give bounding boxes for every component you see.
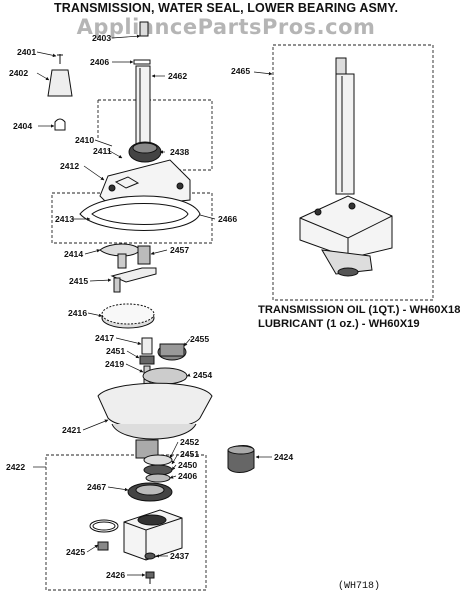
label-2452: 2452 bbox=[180, 437, 199, 447]
label-2403: 2403 bbox=[92, 33, 111, 43]
lubricant-note: LUBRICANT (1 oz.) - WH60X19 bbox=[258, 318, 420, 330]
label-2422: 2422 bbox=[6, 462, 25, 472]
part-2401-pin bbox=[57, 54, 63, 64]
label-2425: 2425 bbox=[66, 547, 85, 557]
label-2426: 2426 bbox=[106, 570, 125, 580]
leader-lines bbox=[33, 34, 273, 577]
label-2406-lower: 2406 bbox=[178, 471, 197, 481]
part-number-labels: 2401 2402 2404 2403 2406 2462 2410 2411 … bbox=[6, 33, 293, 580]
part-2403-tip bbox=[139, 21, 149, 37]
part-2406-ring-lower bbox=[145, 473, 171, 483]
drawing-code: (WH718) bbox=[338, 581, 381, 592]
part-2404-clip bbox=[54, 118, 66, 131]
part-2402-cap bbox=[47, 69, 73, 97]
main-assembly-drawing bbox=[47, 21, 255, 584]
label-2402: 2402 bbox=[9, 68, 28, 78]
assembly-2465-drawing bbox=[299, 57, 393, 277]
label-2465: 2465 bbox=[231, 66, 250, 76]
label-2421: 2421 bbox=[62, 425, 81, 435]
label-2411: 2411 bbox=[93, 146, 112, 156]
part-2415-crank bbox=[110, 267, 157, 283]
label-2406-top: 2406 bbox=[90, 57, 109, 67]
box-2422 bbox=[45, 454, 207, 591]
part-2406-ring bbox=[133, 59, 151, 65]
label-2467: 2467 bbox=[87, 482, 106, 492]
part-2421-case bbox=[97, 382, 213, 429]
dashed-group-boxes bbox=[45, 44, 434, 591]
label-2466: 2466 bbox=[218, 214, 237, 224]
part-2457-pinion bbox=[137, 245, 151, 265]
label-2455: 2455 bbox=[190, 334, 209, 344]
part-2452-bearing bbox=[143, 454, 173, 466]
label-2415: 2415 bbox=[69, 276, 88, 286]
label-2413: 2413 bbox=[55, 214, 74, 224]
label-2424: 2424 bbox=[274, 452, 293, 462]
label-2412: 2412 bbox=[60, 161, 79, 171]
transmission-oil-note: TRANSMISSION OIL (1QT.) - WH60X18 bbox=[258, 304, 460, 316]
label-2451-lower: 2451 bbox=[180, 449, 199, 459]
label-2462: 2462 bbox=[168, 71, 187, 81]
label-2457: 2457 bbox=[170, 245, 189, 255]
part-2462-shaft bbox=[135, 65, 151, 145]
part-2454-gear bbox=[142, 367, 188, 385]
label-2417: 2417 bbox=[95, 333, 114, 343]
label-2419: 2419 bbox=[105, 359, 124, 369]
label-2451-upper: 2451 bbox=[106, 346, 125, 356]
label-2410: 2410 bbox=[75, 135, 94, 145]
box-2465 bbox=[272, 44, 434, 301]
label-2438: 2438 bbox=[170, 147, 189, 157]
label-2416: 2416 bbox=[68, 308, 87, 318]
watermark-text: AppliancePartsPros.com bbox=[76, 15, 376, 39]
part-2425-oring bbox=[89, 519, 119, 533]
label-2401: 2401 bbox=[17, 47, 36, 57]
diagram-title: TRANSMISSION, WATER SEAL, LOWER BEARING … bbox=[53, 1, 399, 15]
part-2413-gasket bbox=[79, 195, 201, 231]
label-2454: 2454 bbox=[193, 370, 212, 380]
part-2410-housing bbox=[99, 159, 191, 209]
part-2437-washer bbox=[144, 552, 156, 560]
part-2426-screw bbox=[145, 571, 155, 584]
box-2410 bbox=[98, 99, 213, 171]
label-2414: 2414 bbox=[64, 249, 83, 259]
label-2404: 2404 bbox=[13, 121, 32, 131]
label-2450: 2450 bbox=[178, 460, 197, 470]
label-2437: 2437 bbox=[170, 551, 189, 561]
part-2417-sleeve bbox=[141, 337, 153, 355]
